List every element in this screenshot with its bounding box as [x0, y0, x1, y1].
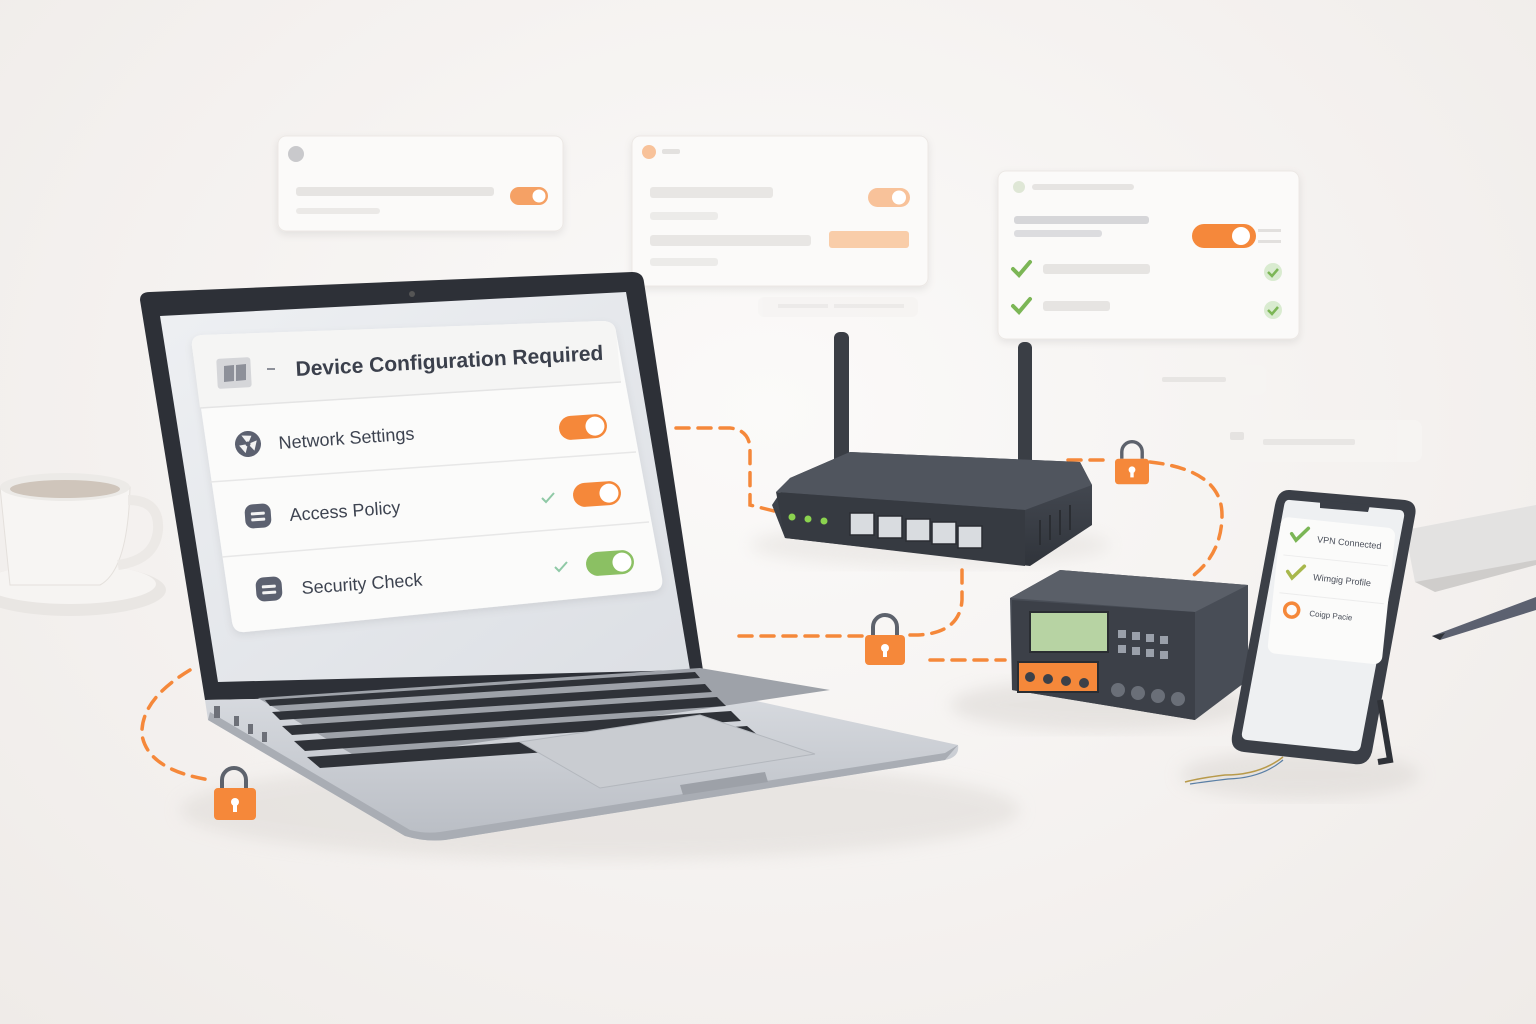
floating-pill-3 [758, 297, 918, 317]
lock-icon [1115, 440, 1149, 485]
smartphone-icon [1231, 489, 1416, 765]
floating-panel-1 [277, 135, 564, 232]
security-check-toggle[interactable] [585, 549, 635, 576]
floating-pill-2 [1220, 420, 1422, 462]
security-check-check-icon [554, 561, 568, 573]
vpn-check-icon [1289, 526, 1311, 543]
floating-panel-2 [631, 135, 929, 287]
dialog-book-icon [216, 357, 252, 389]
floating-pill-1 [1138, 365, 1266, 395]
wifi-router-icon [772, 332, 1092, 566]
shield-icon [244, 503, 272, 529]
access-policy-check-icon [541, 492, 555, 504]
fan-icon [235, 431, 261, 457]
controller-icon [1010, 570, 1248, 720]
coffee-cup-icon [0, 473, 166, 616]
floating-panel-3 [997, 170, 1300, 340]
access-policy-toggle[interactable] [572, 480, 622, 507]
connection-lines [140, 426, 1224, 782]
shield-icon [255, 576, 283, 602]
pending-icon [1282, 601, 1301, 619]
network-settings-toggle[interactable] [558, 413, 608, 440]
notebook [1405, 505, 1536, 592]
lock-icon [865, 613, 905, 665]
laptop-dialog: Device Configuration Required Network Se… [191, 321, 663, 633]
cable [1184, 756, 1284, 783]
pen-icon [1432, 597, 1536, 640]
profile-check-icon [1285, 564, 1307, 581]
lock-icon [214, 766, 256, 820]
